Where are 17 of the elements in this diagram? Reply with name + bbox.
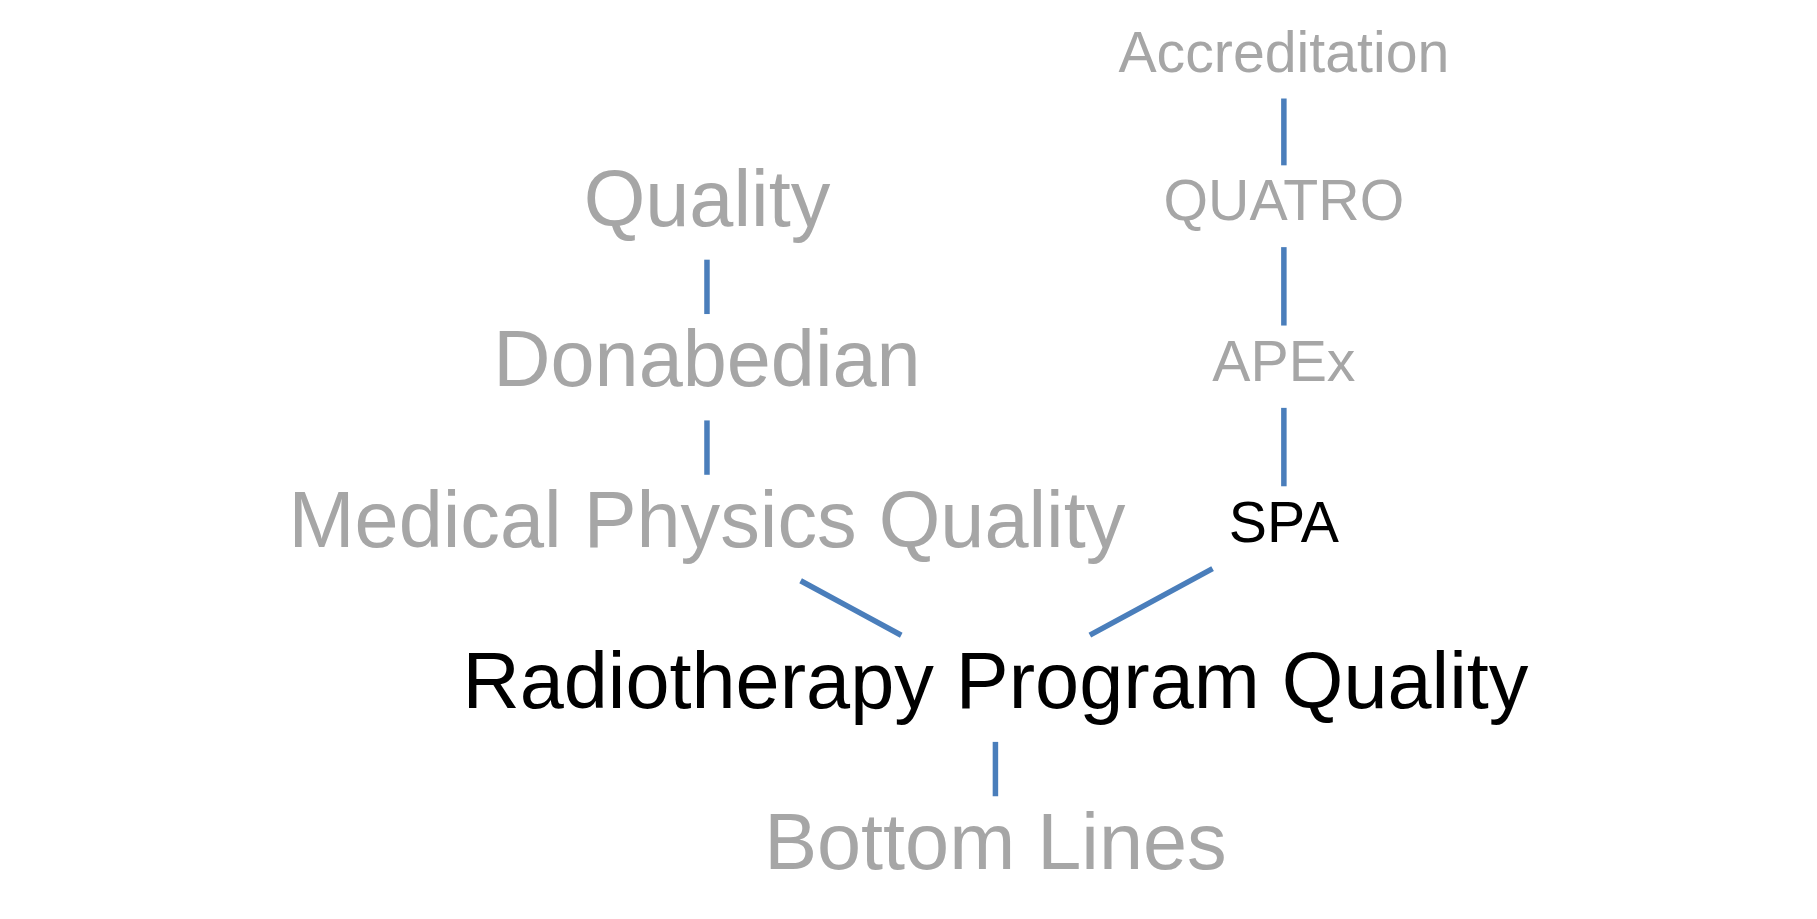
node-text: Donabedian bbox=[492, 314, 921, 404]
connector bbox=[992, 741, 998, 797]
connector bbox=[1088, 566, 1214, 638]
node-text: APEx bbox=[1211, 328, 1355, 393]
connector bbox=[1280, 247, 1287, 326]
node-text: Medical Physics Quality bbox=[288, 475, 1125, 565]
node-text: Quality bbox=[583, 153, 830, 243]
node-text: Bottom Lines bbox=[763, 796, 1227, 886]
node-text: SPA bbox=[1228, 489, 1339, 554]
connector bbox=[703, 259, 710, 315]
connector bbox=[798, 578, 903, 638]
connector bbox=[1280, 407, 1287, 487]
node-text: Radiotherapy Program Quality bbox=[461, 635, 1528, 725]
connector bbox=[703, 420, 710, 475]
connector bbox=[1280, 98, 1287, 166]
node-text: QUATRO bbox=[1163, 168, 1404, 233]
node-text: Accreditation bbox=[1117, 19, 1449, 84]
